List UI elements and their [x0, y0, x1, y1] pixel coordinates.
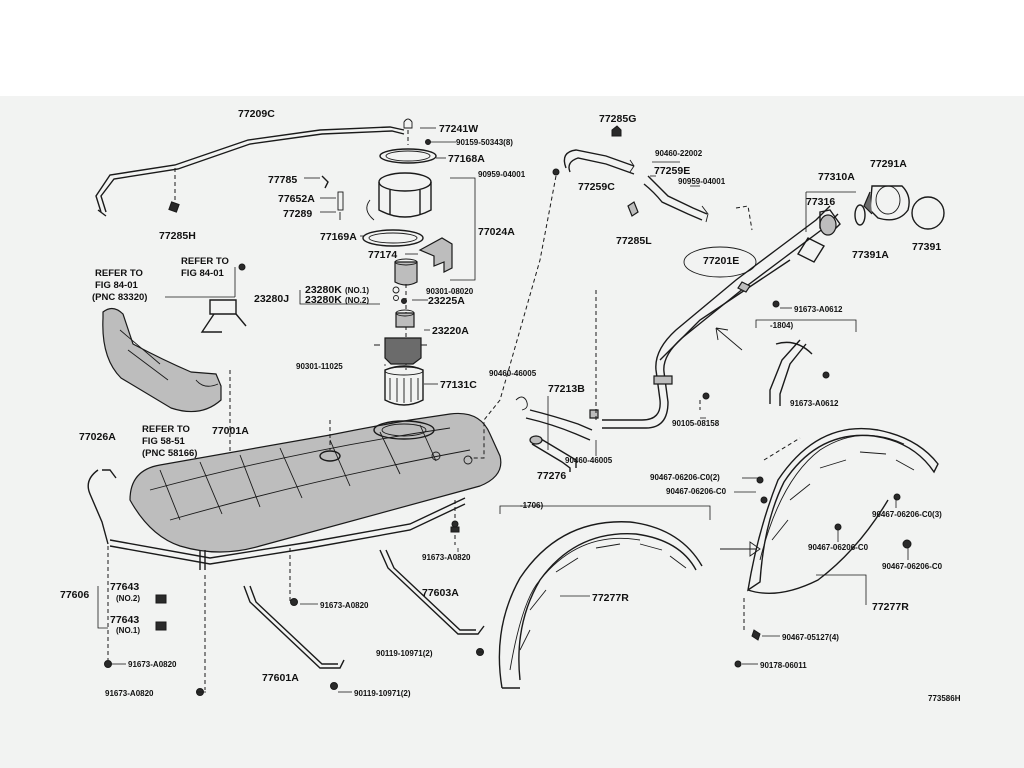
label-91673-a0820-bottom: 91673-A0820 [105, 689, 154, 698]
label-90460-46005-bottom: 90460-46005 [565, 456, 613, 465]
direction-arrows [715, 327, 761, 557]
ref-label-3: REFER TO [95, 268, 143, 279]
label-77201e: 77201E [703, 255, 739, 267]
label-77131c: 77131C [440, 379, 477, 391]
label-77169a: 77169A [320, 231, 357, 243]
label-91673-a0820-tank: 91673-A0820 [422, 553, 471, 562]
tank-strap-77603a [379, 549, 485, 656]
label-77277r-left: 77277R [592, 592, 629, 604]
label-90119-10971-bottom: 90119-10971(2) [354, 689, 411, 698]
detail-1804 [755, 319, 857, 406]
label-77643-no1: 77643 [110, 614, 139, 626]
protector-wire-77026a [87, 469, 117, 545]
label-77601a: 77601A [262, 672, 299, 684]
label-90301-08020: 90301-08020 [426, 287, 474, 296]
label-90467-06206-c0-c: 90467-06206-C0 [882, 562, 943, 571]
label-77276: 77276 [537, 470, 566, 482]
label-90959-04001-left: 90959-04001 [478, 170, 526, 179]
fuel-tank-77001a [129, 370, 502, 553]
label-91673-a0820-mid: 91673-A0820 [320, 601, 369, 610]
label-90119-10971-right: 90119-10971(2) [376, 649, 433, 658]
label-77652a: 77652A [278, 193, 315, 205]
label-77391: 77391 [912, 241, 941, 253]
part-number-labels: 77209C 77241W 90159-50343(8) 77168A 7778… [60, 108, 961, 703]
label-77026a: 77026A [79, 431, 116, 443]
label-23280k-no1: 23280K [305, 284, 342, 296]
label-1804: -1804) [770, 321, 793, 330]
label-77289: 77289 [283, 208, 312, 220]
label-77285h: 77285H [159, 230, 196, 242]
label-77174: 77174 [368, 249, 397, 261]
label-90460-22002: 90460-22002 [655, 149, 703, 158]
label-90178-06011: 90178-06011 [760, 661, 807, 670]
fender-liner-right-77277r [734, 427, 939, 668]
label-23280k-no2: 23280K [305, 294, 342, 306]
filler-cap-parts [805, 185, 945, 236]
label-91673-a0612-detail: 91673-A0612 [790, 399, 839, 408]
label-1706: -1706) [520, 501, 543, 510]
label-77391a: 77391A [852, 249, 889, 261]
label-23220a: 23220A [432, 325, 469, 337]
heat-shield [102, 307, 222, 413]
fender-liner-left-77277r [498, 505, 711, 689]
label-77209c: 77209C [238, 108, 275, 120]
label-77168a: 77168A [448, 153, 485, 165]
label-90159-50343: 90159-50343(8) [456, 138, 513, 147]
label-77603a: 77603A [422, 587, 459, 599]
label-77259c: 77259C [578, 181, 615, 193]
label-90301-11025: 90301-11025 [296, 362, 343, 371]
label-77291a: 77291A [870, 158, 907, 170]
fuel-sender-unit [165, 263, 247, 333]
label-77213b: 77213B [548, 383, 585, 395]
label-77241w: 77241W [439, 123, 478, 135]
tank-band-77606 [107, 497, 466, 690]
label-77259e: 77259E [654, 165, 690, 177]
label-23225a: 23225A [428, 295, 465, 307]
label-77643-no2: 77643 [110, 581, 139, 593]
filler-pipe-77201e [595, 205, 839, 429]
label-90467-06206-c0-b: 90467-06206-C0 [808, 543, 869, 552]
label-90105-08158: 90105-08158 [672, 419, 720, 428]
label-90467-06206-c0-a: 90467-06206-C0 [666, 487, 727, 496]
label-no1: (NO.1) [345, 286, 369, 295]
vent-hoses [470, 125, 709, 459]
fill-hoses-77213b-77276 [515, 396, 599, 472]
ref-label-6: REFER TO [142, 424, 190, 435]
label-90467-06206-c0-2: 90467-06206-C0(2) [650, 473, 720, 482]
label-77285l: 77285L [616, 235, 652, 247]
label-no2: (NO.2) [345, 296, 369, 305]
label-77310a: 77310A [818, 171, 855, 183]
tank-strap-77601a [243, 585, 345, 690]
label-90959-04001-right: 90959-04001 [678, 177, 726, 186]
label-77785: 77785 [268, 174, 297, 186]
fuel-pump-stack [299, 284, 427, 406]
label-77285g: 77285G [599, 113, 636, 125]
label-77277r-right: 77277R [872, 601, 909, 613]
figure-number: 773586H [928, 694, 961, 703]
ref-label-2: FIG 84-01 [181, 268, 224, 279]
ref-label-1: REFER TO [181, 256, 229, 267]
label-90467-06206-c0-3: 90467-06206-C0(3) [872, 510, 942, 519]
ref-label-8: (PNC 58166) [142, 448, 197, 459]
tank-cushions-77643 [97, 586, 167, 631]
breather-tube-77209c [95, 126, 405, 217]
fuel-pump-module [321, 118, 476, 286]
label-77316: 77316 [806, 196, 835, 208]
leader-lines [110, 127, 909, 693]
label-23280j: 23280J [254, 293, 289, 305]
label-91673-a0820-left: 91673-A0820 [128, 660, 177, 669]
ref-label-4: FIG 84-01 [95, 280, 138, 291]
label-77643-no1-sub: (NO.1) [116, 626, 140, 635]
label-90460-46005-top: 90460-46005 [489, 369, 537, 378]
label-91673-a0612-top: 91673-A0612 [794, 305, 843, 314]
label-77643-no2-sub: (NO.2) [116, 594, 140, 603]
ref-label-7: FIG 58-51 [142, 436, 185, 447]
label-77024a: 77024A [478, 226, 515, 238]
ref-label-5: (PNC 83320) [92, 292, 147, 303]
label-77001a: 77001A [212, 425, 249, 437]
label-77606: 77606 [60, 589, 89, 601]
label-90467-05127: 90467-05127(4) [782, 633, 839, 642]
